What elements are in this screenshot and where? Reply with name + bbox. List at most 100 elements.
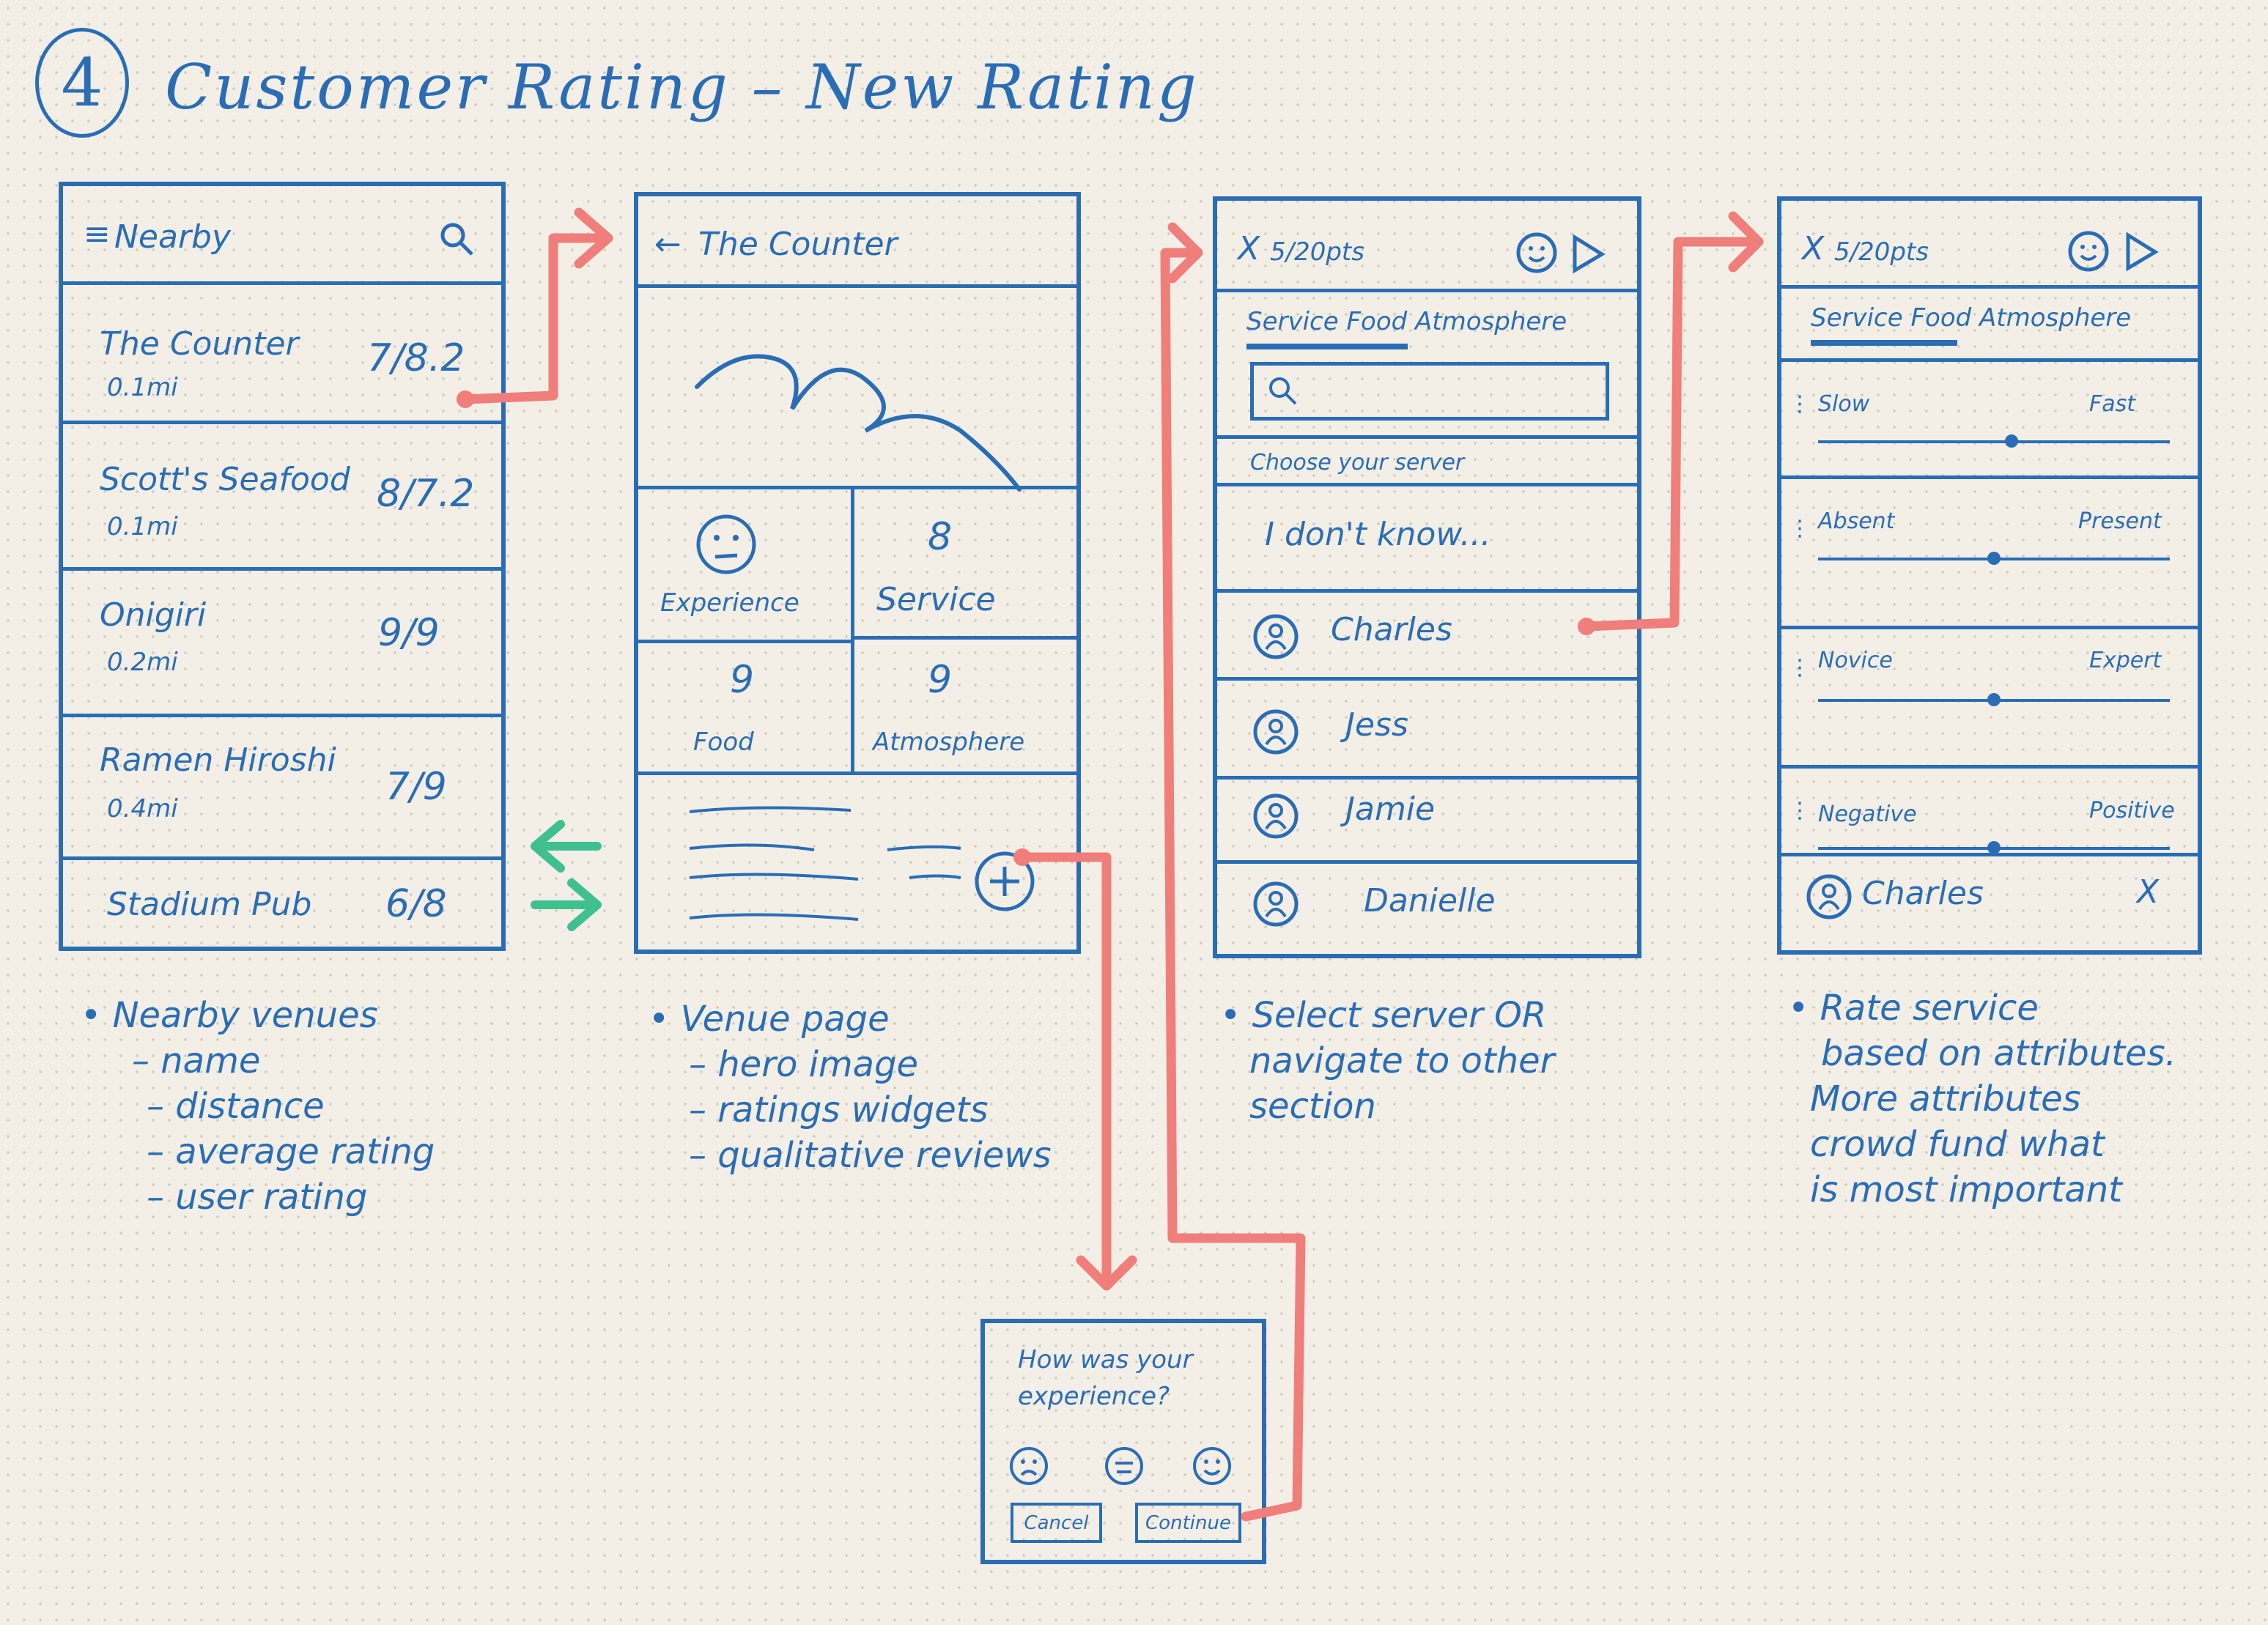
venue-distance: 0.4mi (107, 794, 178, 823)
add-review-button[interactable] (972, 848, 1038, 917)
venue-rating: 8/7.2 (377, 472, 475, 516)
server-search-input[interactable] (1250, 362, 1609, 421)
close-icon[interactable]: X (1238, 230, 1260, 267)
attribute-slider-row[interactable]: ⋮ Slow Fast (1781, 358, 2198, 475)
search-icon (1265, 373, 1301, 412)
page-title: Customer Rating – New Rating (165, 51, 1199, 123)
search-icon[interactable] (437, 219, 478, 263)
section-tabs[interactable]: Service Food Atmosphere (1811, 303, 2132, 333)
widget-value: 9 (928, 658, 953, 702)
slider-thumb[interactable] (1987, 693, 2001, 706)
attribute-right-label: Expert (2089, 648, 2162, 673)
screen-rate-service: X 5/20pts Service Food Atmosphere ⋮ Slow… (1777, 196, 2202, 955)
person-icon (1803, 871, 1855, 925)
slider-thumb[interactable] (1987, 841, 2001, 854)
smiley-icon[interactable] (2066, 229, 2111, 277)
attribute-right-label: Positive (2089, 798, 2175, 823)
attribute-slider-row[interactable]: ⋮ Negative Positive (1781, 765, 2198, 867)
flow-arrow (1160, 222, 1306, 1522)
venue-rating: 6/8 (385, 882, 447, 926)
widget-label: Food (693, 728, 754, 757)
attribute-right-label: Fast (2089, 391, 2136, 417)
drag-handle-icon[interactable]: ⋮ (1789, 391, 1811, 417)
slider-thumb[interactable] (2005, 434, 2018, 448)
menu-icon[interactable]: ≡ (84, 215, 111, 253)
points-counter: 5/20pts (1270, 237, 1364, 267)
points-counter: 5/20pts (1834, 237, 1929, 267)
attribute-slider-row[interactable]: ⋮ Novice Expert (1781, 626, 2198, 743)
venue-name: Onigiri (100, 596, 207, 634)
venue-name: The Counter (100, 325, 299, 363)
back-arrow-icon[interactable]: ← (654, 226, 681, 263)
flow-arrow (457, 207, 613, 408)
venue-name: Scott's Seafood (100, 461, 350, 498)
venue-title: The Counter (698, 226, 898, 263)
server-name: Danielle (1364, 882, 1496, 919)
widget-value: 9 (730, 658, 755, 702)
attribute-slider-row[interactable]: ⋮ Absent Present (1781, 475, 2198, 593)
play-forward-icon[interactable] (2122, 232, 2159, 275)
widget-label: Atmosphere (873, 728, 1025, 757)
venue-name: Ramen Hiroshi (100, 741, 336, 779)
server-name: Jess (1345, 706, 1408, 744)
clear-server-button[interactable]: X (2137, 873, 2160, 911)
notes-rate-service: • Rate service based on attributes. More… (1788, 988, 2176, 1210)
experience-dialog: How was your experience? Cancel Continue (980, 1319, 1266, 1564)
venue-distance: 0.1mi (107, 373, 178, 402)
screen-nearby: ≡ Nearby The Counter 0.1mi 7/8.2 Scott's… (59, 182, 506, 951)
selected-server-name: Charles (1862, 875, 1984, 912)
cancel-button[interactable]: Cancel (1011, 1503, 1102, 1543)
person-icon (1250, 791, 1301, 845)
dialog-question-2: experience? (1018, 1382, 1170, 1411)
dialog-question: How was your (1018, 1345, 1193, 1374)
attribute-left-label: Novice (1818, 648, 1893, 673)
drag-handle-icon[interactable]: ⋮ (1789, 516, 1811, 541)
attribute-left-label: Absent (1818, 508, 1895, 534)
drag-handle-icon[interactable]: ⋮ (1789, 655, 1811, 681)
reviews-lines (668, 797, 1063, 947)
step-number: 4 (35, 28, 129, 138)
venue-name: Stadium Pub (107, 886, 312, 923)
person-icon (1250, 611, 1301, 665)
attribute-right-label: Present (2078, 508, 2162, 534)
notes-nearby: • Nearby venues – name – distance – aver… (81, 995, 435, 1218)
attribute-left-label: Negative (1818, 802, 1917, 827)
venue-rating: 7/9 (385, 765, 447, 809)
section-tabs[interactable]: Service Food Atmosphere (1246, 307, 1567, 336)
slider-track[interactable] (1818, 440, 2170, 443)
nearby-label: Nearby (114, 218, 232, 256)
venue-rating: 9/9 (378, 611, 440, 655)
notes-select-server: • Select server OR navigate to other sec… (1220, 995, 1555, 1127)
server-name: Jamie (1345, 791, 1436, 828)
widget-value: 8 (928, 515, 953, 559)
notes-venue: • Venue page – hero image – ratings widg… (649, 999, 1052, 1176)
person-icon (1250, 706, 1301, 760)
play-forward-icon[interactable] (1569, 234, 1606, 277)
widget-label: Experience (660, 588, 799, 618)
hero-image (682, 321, 1049, 514)
neutral-face-icon[interactable] (1102, 1444, 1146, 1491)
person-icon (1250, 878, 1301, 933)
neutral-face-icon (693, 511, 759, 580)
attribute-left-label: Slow (1818, 391, 1870, 417)
drag-handle-icon[interactable]: ⋮ (1789, 798, 1811, 823)
flow-arrow (1013, 848, 1137, 1291)
back-forward-arrows (531, 820, 602, 931)
venue-distance: 0.2mi (107, 648, 178, 677)
smiley-icon[interactable] (1514, 230, 1559, 278)
venue-rating: 7/8.2 (367, 336, 465, 380)
screen-venue: ← The Counter Experience 8 Service 9 Foo… (634, 192, 1081, 954)
continue-button[interactable]: Continue (1135, 1503, 1241, 1543)
sad-face-icon[interactable] (1007, 1444, 1051, 1491)
venue-distance: 0.1mi (107, 512, 178, 541)
widget-label: Service (876, 581, 996, 618)
slider-thumb[interactable] (1987, 552, 2001, 565)
search-caption: Choose your server (1250, 450, 1465, 475)
server-option-unknown[interactable]: I don't know... (1265, 516, 1491, 553)
happy-face-icon[interactable] (1190, 1444, 1234, 1491)
close-icon[interactable]: X (1802, 230, 1825, 267)
screen-select-server: X 5/20pts Service Food Atmosphere Choose… (1213, 196, 1641, 958)
flow-arrow (1578, 211, 1764, 635)
server-name: Charles (1331, 611, 1452, 648)
